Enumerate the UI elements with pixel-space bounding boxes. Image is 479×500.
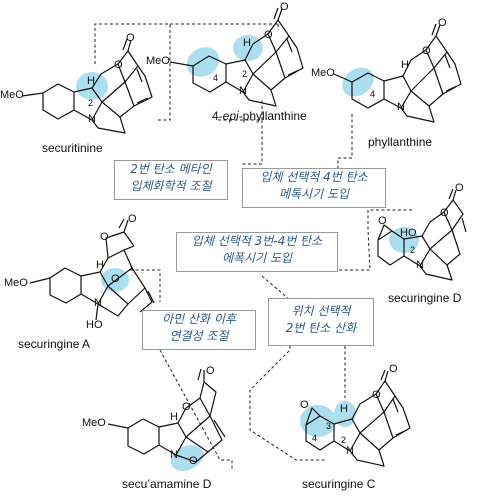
annotation-line: 입체화학적 조절 [130,179,212,193]
secuamamine-d-double-bonds [197,368,226,438]
securingine-c-c3: 3 [326,421,332,431]
securingine-d-ho: HO [400,227,417,239]
annotation-amine-oxidation: 아민 산화 이후 연결성 조절 [142,310,256,350]
epi-phyllanthine-ring-o: O [264,29,273,41]
epi-name-epi: epi [222,109,239,123]
highlight-securingine-c-c2 [334,401,356,427]
securitinine-bonds [21,39,153,134]
epi-phyllanthine-bonds [169,8,304,107]
phyllanthine-bonds [333,24,462,123]
phyllanthine-double-bonds [431,23,458,92]
epi-phyllanthine-carbonyl-o: O [280,1,289,13]
securingine-d-c2: 2 [410,245,416,255]
highlight-regions [76,35,419,472]
securingine-c-double-bonds [380,369,408,436]
epi-phyllanthine-h: H [243,37,251,49]
highlight-securingine-c-epox [300,405,336,437]
annotation-c3-c4-epoxide: 입체 선택적 3번-4번 탄소 에폭시기 도입 [176,232,338,272]
epi-phyllanthine-c2: 2 [242,69,248,79]
securingine-c-ring-o: O [372,389,381,401]
secuamamine-d-bonds [107,370,223,463]
securingine-c-h: H [340,403,348,415]
epi-name-prefix: 4- [212,109,223,123]
phyllanthine-meo: MeO [311,67,335,79]
phyllanthine-name: phyllanthine [368,135,433,149]
securingine-d-double-bonds [448,188,467,233]
annotation-c2-stereochemistry: 2번 탄소 메타인 입체화학적 조절 [114,160,228,200]
epi-phyllanthine-double-bonds [273,7,300,76]
securingine-a-name: securingine A [18,337,91,351]
securingine-d-n: N [416,259,424,271]
securingine-a-lactone-o: O [100,231,109,243]
annotation-c2-oxidation: 위치 선택적 2번 탄소 산화 [268,298,374,346]
phyllanthine-c4: 4 [370,89,376,99]
phyllanthine-ring-o: O [422,45,431,57]
securingine-d-epoxide-o: O [378,215,387,227]
annotation-line: 입체 선택적 4번 탄소 [260,170,368,184]
secuamamine-d-bridge-o: O [189,455,198,467]
highlight-epi-c4 [186,47,220,77]
secuamamine-d-carbonyl-o: O [206,365,215,377]
securitinine-name: securitinine [42,141,103,155]
epi-phyllanthine-c4: 4 [213,73,219,83]
securitinine-meo: MeO [0,89,24,101]
phyllanthine-n: N [397,101,405,113]
securingine-c-name: securingine C [302,477,376,491]
secuamamine-d-n: N [170,449,178,461]
highlight-securitinine-c2 [76,72,108,100]
securingine-a-bonds [29,219,153,321]
securitinine-h: H [87,75,95,87]
securingine-d-bonds [377,189,464,281]
securingine-c-epoxide-o: O [300,399,309,411]
annotation-line: 위치 선택적 [291,304,351,318]
securingine-c-c4: 4 [312,433,318,443]
securingine-a-carbonyl-o: O [128,213,137,225]
phyllanthine-h: H [401,59,409,71]
securingine-c-c2: 2 [341,435,347,445]
epi-phyllanthine-n: N [239,85,247,97]
epi-name-suffix: -phyllanthine [238,109,307,123]
epi-phyllanthine-name: 4-epi-phyllanthine [212,110,307,122]
securingine-c-n: N [346,445,354,457]
secuamamine-d-name: secu’amamine D [122,477,212,491]
annotation-c4-methoxy: 입체 선택적 4번 탄소 메톡시기 도입 [242,168,386,208]
highlight-epi-c2 [233,35,263,61]
annotation-line: 입체 선택적 3번-4번 탄소 [191,234,323,248]
secuamamine-d-meo: MeO [82,417,106,429]
securitinine-carbonyl-o: O [126,32,135,44]
securingine-a-double-bonds [118,218,155,304]
annotation-line: 아민 산화 이후 [162,312,236,326]
highlight-secuamamine-d-bridge [170,444,204,472]
phyllanthine-carbonyl-o: O [438,17,447,29]
annotation-line: 2번 탄소 산화 [285,321,357,335]
securingine-d-ring-o: O [440,207,449,219]
annotation-line: 메톡시기 도입 [278,187,350,201]
epi-phyllanthine-meo: MeO [146,55,170,67]
secuamamine-d-h: H [170,411,178,423]
securingine-d-name: securingine D [388,291,462,305]
annotation-line: 연결성 조절 [169,329,229,343]
securingine-a-h: H [96,259,104,271]
securitinine-n: N [88,113,96,125]
securitinine-c2: 2 [88,98,94,108]
securingine-c-carbonyl-o: O [389,363,398,375]
securitinine-ring-o: O [114,59,123,71]
securingine-a-meo: MeO [4,277,28,289]
securitinine-double-bonds [122,38,149,104]
securingine-a-n: N [94,297,102,309]
securingine-a-bridge-o: O [111,273,120,285]
securingine-a-ho: HO [86,319,103,331]
annotation-line: 2번 탄소 메타인 [130,162,212,176]
securingine-d-carbonyl-o: O [455,182,464,194]
annotation-line: 에폭시기 도입 [221,251,293,265]
secuamamine-d-ring-o: O [182,401,191,413]
